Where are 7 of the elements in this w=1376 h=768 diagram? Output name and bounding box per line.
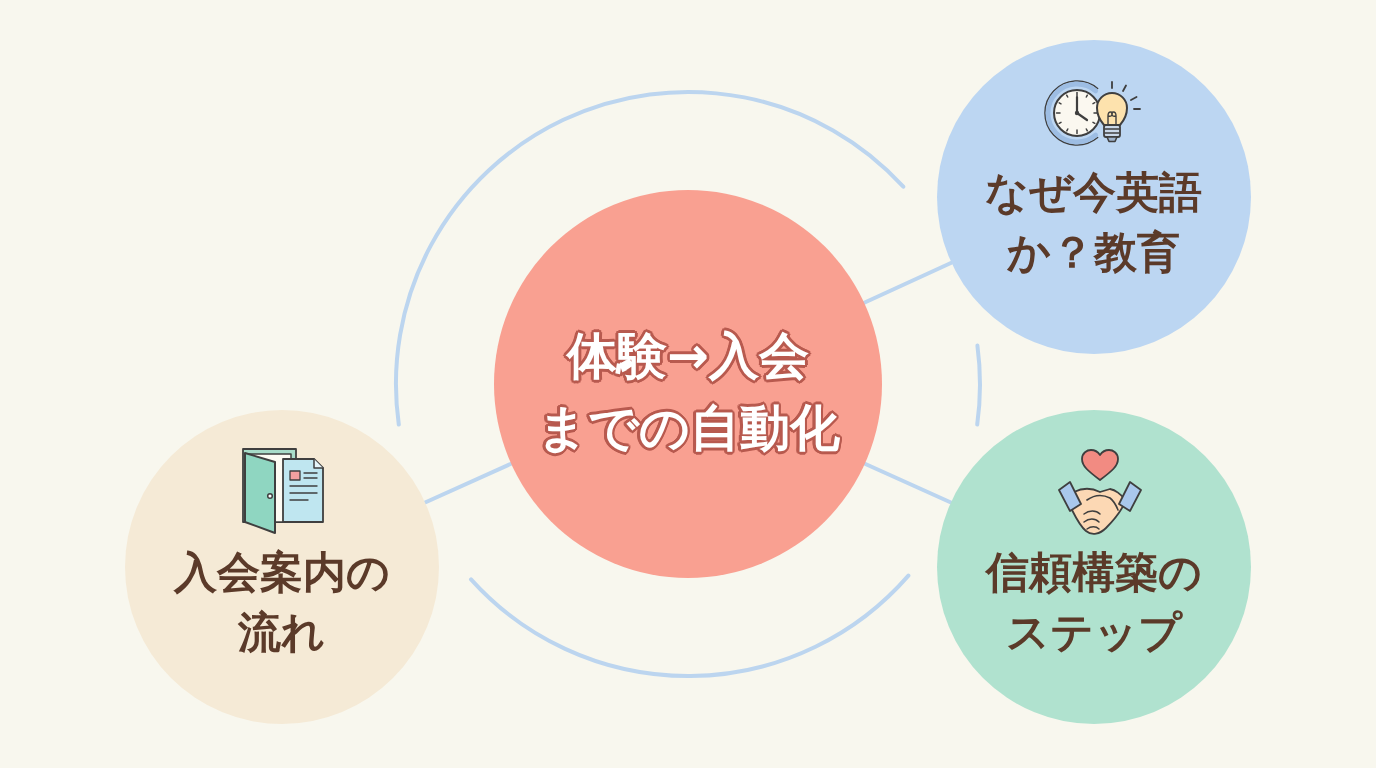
connector-line xyxy=(423,461,514,505)
circle-label: 信頼構築のステップ xyxy=(986,547,1202,657)
connector-line xyxy=(862,461,953,505)
circle-label: 体験→入会までの自動化 xyxy=(536,327,840,457)
connector-line xyxy=(862,260,954,305)
circle-label: なぜ今英語か？教育 xyxy=(985,167,1203,277)
circle-label: 入会案内の流れ xyxy=(174,547,390,657)
